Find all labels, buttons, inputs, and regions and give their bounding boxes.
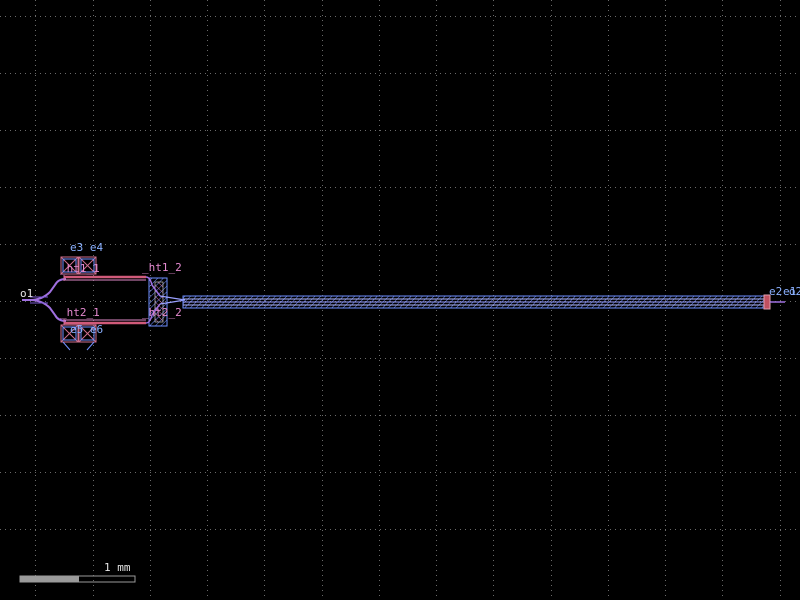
- heater-bottom-left-label: _ht2_1: [60, 306, 100, 319]
- port-right-alt-label: e1: [783, 285, 796, 298]
- port-o1-label: o1: [20, 287, 33, 300]
- splitter-left[interactable]: [22, 278, 67, 322]
- heater-bottom-arm[interactable]: [63, 319, 146, 325]
- pad-group-bottom[interactable]: [60, 324, 97, 351]
- via-block-right[interactable]: [145, 276, 186, 327]
- output-waveguide[interactable]: [182, 295, 766, 309]
- scale-bar-label: 1 mm: [104, 561, 131, 574]
- heater-top-arm[interactable]: [63, 275, 146, 281]
- port-right-label: e2 o2: [769, 285, 800, 298]
- heater-top-right-label: _ht1_2: [142, 261, 182, 274]
- end-pad-right[interactable]: [763, 294, 785, 310]
- heater-bottom-right-label: _ht2_2: [142, 306, 182, 319]
- port-e5e6-label: e5 e6: [70, 323, 103, 336]
- pad-group-top[interactable]: [60, 256, 97, 275]
- scale-bar: 1 mm: [19, 561, 136, 583]
- heater-top-left-label: _ht1_1: [60, 262, 100, 275]
- port-e3e4-label: e3 e4: [70, 241, 103, 254]
